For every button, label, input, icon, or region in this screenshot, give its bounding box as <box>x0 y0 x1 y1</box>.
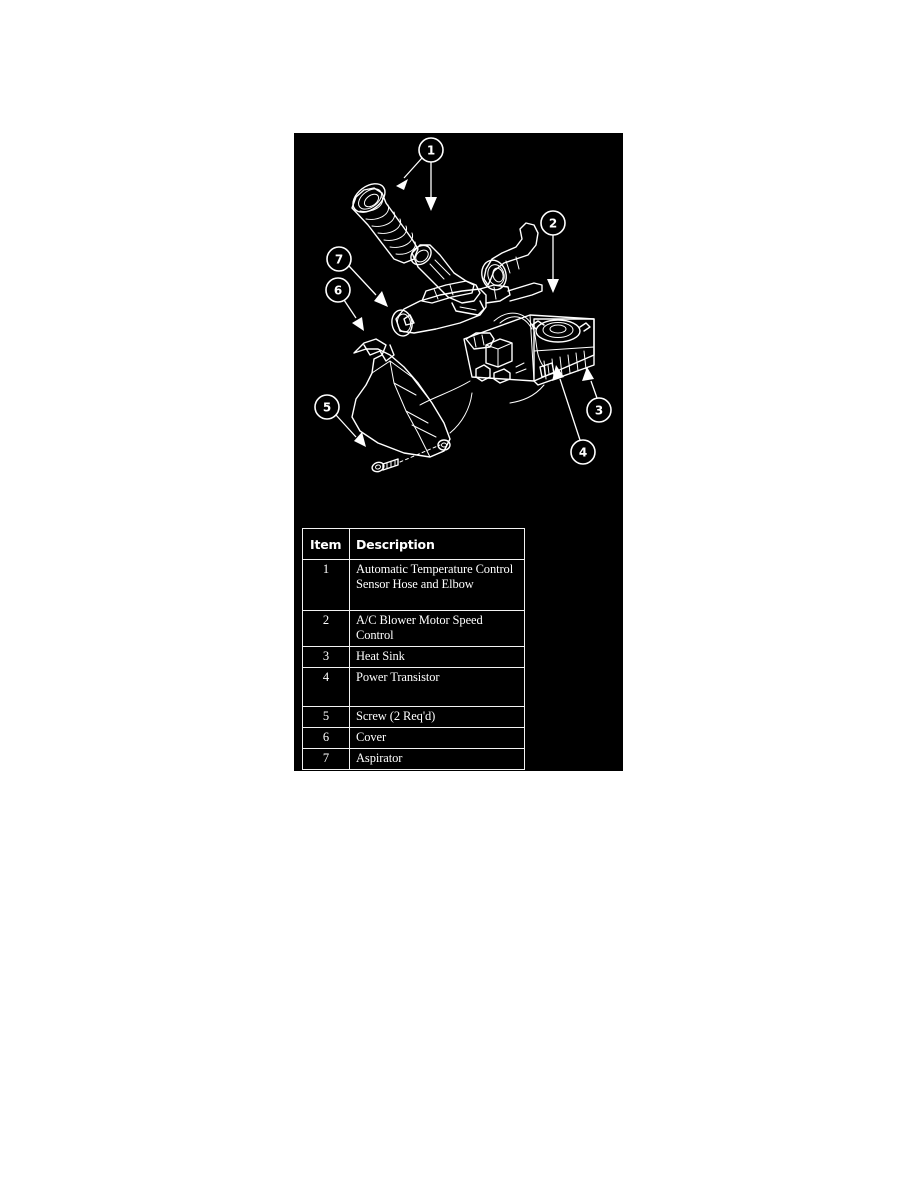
callout-2-label: 2 <box>549 217 557 231</box>
legend-item-number: 6 <box>302 727 350 749</box>
table-row: 3 Heat Sink <box>302 646 525 668</box>
callout-4-label: 4 <box>579 446 587 460</box>
callout-6-label: 6 <box>334 284 342 298</box>
sensor-hose-part <box>351 183 419 264</box>
legend-item-description: Power Transistor <box>349 667 525 707</box>
legend-item-description: Heat Sink <box>349 646 525 668</box>
table-row: 5 Screw (2 Req'd) <box>302 706 525 728</box>
legend-item-number: 5 <box>302 706 350 728</box>
legend-item-description: Screw (2 Req'd) <box>349 706 525 728</box>
table-row: 7 Aspirator <box>302 748 525 770</box>
blower-speed-control-part <box>419 312 595 406</box>
sensor-elbow-part <box>410 244 485 316</box>
screw-part <box>371 444 441 473</box>
callout-1-label: 1 <box>427 144 435 158</box>
legend-item-description: A/C Blower Motor Speed Control <box>349 610 525 647</box>
callout-7-label: 7 <box>335 253 343 267</box>
callout-5-label: 5 <box>323 401 331 415</box>
callout-6: 6 <box>325 277 364 331</box>
callout-2: 2 <box>540 210 566 293</box>
callout-5: 5 <box>314 394 366 447</box>
legend-header-row: Item Description <box>302 528 525 560</box>
callout-1: 1 <box>396 137 444 211</box>
secondary-elbow-part <box>481 222 539 291</box>
cover-part <box>351 338 473 458</box>
legend-header-description: Description <box>349 528 525 560</box>
table-row: 6 Cover <box>302 727 525 749</box>
legend-header-item: Item <box>302 528 350 560</box>
aspirator-part <box>391 280 543 337</box>
table-row: 1 Automatic Temperature Control Sensor H… <box>302 559 525 611</box>
legend-item-number: 2 <box>302 610 350 647</box>
legend-item-number: 1 <box>302 559 350 611</box>
exploded-view-diagram: 1 2 3 4 <box>314 137 612 473</box>
figure-panel: 1 2 3 4 <box>294 133 623 771</box>
callout-4: 4 <box>552 365 596 465</box>
parts-legend: Item Description 1 Automatic Temperature… <box>302 528 525 770</box>
table-row: 2 A/C Blower Motor Speed Control <box>302 610 525 647</box>
legend-item-number: 4 <box>302 667 350 707</box>
legend-table: Item Description 1 Automatic Temperature… <box>302 528 525 770</box>
callout-3: 3 <box>582 367 612 423</box>
legend-item-description: Cover <box>349 727 525 749</box>
table-row: 4 Power Transistor <box>302 667 525 707</box>
legend-item-number: 3 <box>302 646 350 668</box>
legend-item-number: 7 <box>302 748 350 770</box>
legend-item-description: Aspirator <box>349 748 525 770</box>
callout-3-label: 3 <box>595 404 603 418</box>
callout-7: 7 <box>326 246 388 307</box>
legend-item-description: Automatic Temperature Control Sensor Hos… <box>349 559 525 611</box>
